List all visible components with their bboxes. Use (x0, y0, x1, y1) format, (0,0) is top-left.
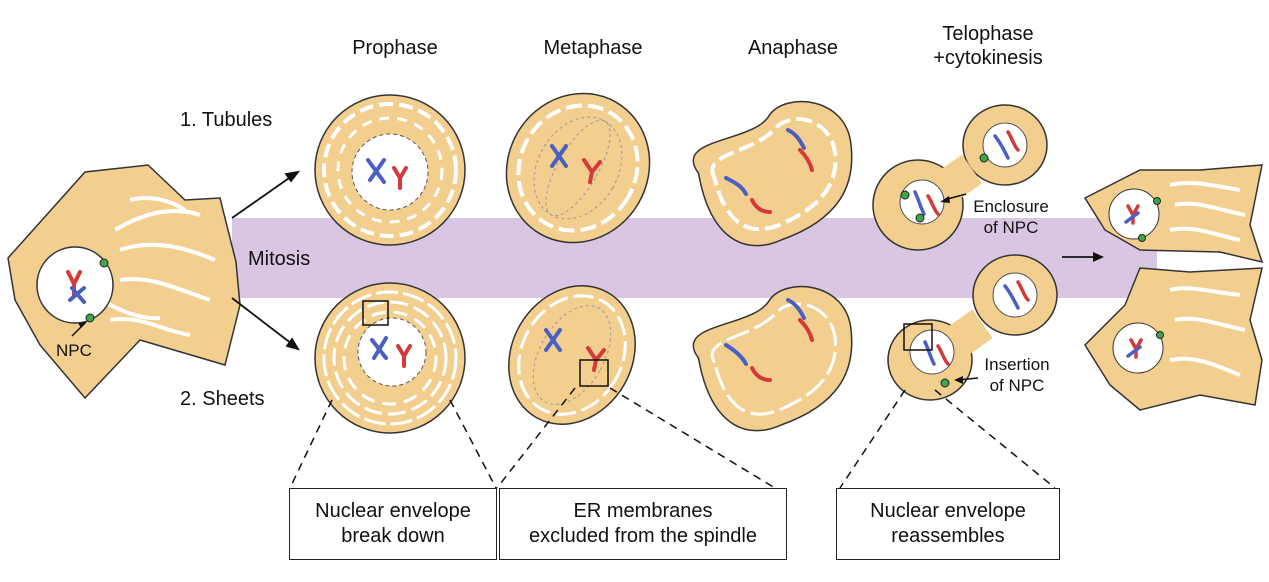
callout-box-reassembles-line2: reassembles (891, 525, 1005, 547)
callout-box-excluded-line1: ER membranes (573, 500, 713, 522)
callout-box-excluded: ER membranes excluded from the spindle (499, 488, 787, 560)
row-label-tubules: 1. Tubules (180, 109, 273, 131)
callout-box-breakdown-line2: break down (341, 525, 445, 547)
metaphase-sheets-cell (508, 285, 636, 425)
enclosure-label-line2: of NPC (983, 218, 1039, 237)
metaphase-tubules-cell (505, 92, 651, 244)
row-label-sheets: 2. Sheets (180, 388, 265, 410)
zoom-box (362, 300, 389, 326)
callout-box-reassembles-line1: Nuclear envelope (870, 500, 1026, 522)
daughter-cell-bottom (1084, 267, 1263, 411)
zoom-box (579, 359, 609, 387)
telophase-sheets-cell (887, 254, 1058, 401)
anaphase-sheets-cell (692, 285, 853, 432)
zoom-box (903, 323, 933, 351)
interphase-cell (7, 164, 241, 400)
callout-box-breakdown-line1: Nuclear envelope (315, 500, 471, 522)
anaphase-tubules-cell (692, 100, 853, 247)
npc-dot (85, 313, 95, 323)
insertion-label-line1: Insertion (984, 355, 1050, 374)
daughter-cell-top (1083, 164, 1264, 264)
daughter-arrow (1062, 252, 1104, 262)
npc-dot (99, 258, 109, 268)
phase-label-prophase: Prophase (352, 37, 438, 59)
callout-box-excluded-line2: excluded from the spindle (529, 525, 757, 547)
callout-box-breakdown: Nuclear envelope break down (289, 488, 497, 560)
enclosure-label-line1: Enclosure (973, 197, 1049, 216)
prophase-tubules-cell (314, 94, 466, 246)
prophase-sheets-cell (314, 282, 466, 434)
branch-arrows (231, 170, 301, 351)
leader-lines (289, 387, 1056, 489)
phase-label-telophase: Telophase (942, 23, 1034, 45)
telophase-tubules-cell (872, 104, 1048, 251)
phase-label-cytokinesis: +cytokinesis (933, 47, 1043, 69)
phase-label-anaphase: Anaphase (747, 37, 839, 59)
phase-label-metaphase: Metaphase (543, 37, 643, 59)
callout-box-reassembles: Nuclear envelope reassembles (836, 488, 1060, 560)
insertion-label-line2: of NPC (989, 376, 1045, 395)
npc-label: NPC (56, 341, 92, 360)
mitosis-label: Mitosis (248, 248, 311, 270)
